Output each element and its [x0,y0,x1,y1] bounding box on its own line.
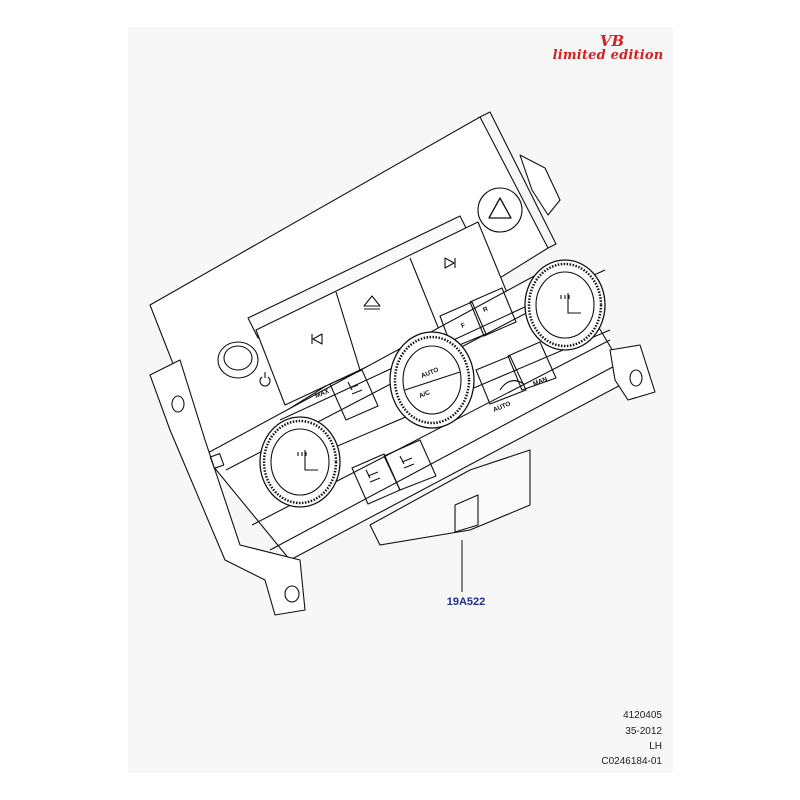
power-icon [259,372,271,387]
vent-feet-icon [365,469,381,483]
hazard-icon [488,197,512,219]
drawing-id: 4120405 [623,710,662,721]
stamp-code: VB [599,32,625,50]
side-indicator: LH [649,741,662,752]
stamp-edition: limited edition [552,48,664,63]
prev-track-icon [311,333,323,345]
hazard-button [477,187,523,233]
part-number-callout[interactable]: 19A522 [446,596,486,608]
vent-face-feet-icon [399,455,415,469]
ac-button-label: A/C [418,389,431,400]
front-defrost-label: F [460,322,466,330]
illustration-ref: C0246184-01 [601,756,662,767]
date-code: 35-2012 [625,726,662,737]
eject-icon [363,295,381,310]
recirc-icon [499,380,525,391]
next-track-icon [444,257,456,269]
right-bracket [519,154,561,216]
vent-face-icon [347,381,363,395]
left-bracket [149,359,306,616]
right-seat-heat-icon [560,293,581,314]
left-seat-heat-icon [297,450,318,471]
connector-housing [369,449,531,546]
rear-defrost-label: R [482,305,489,313]
